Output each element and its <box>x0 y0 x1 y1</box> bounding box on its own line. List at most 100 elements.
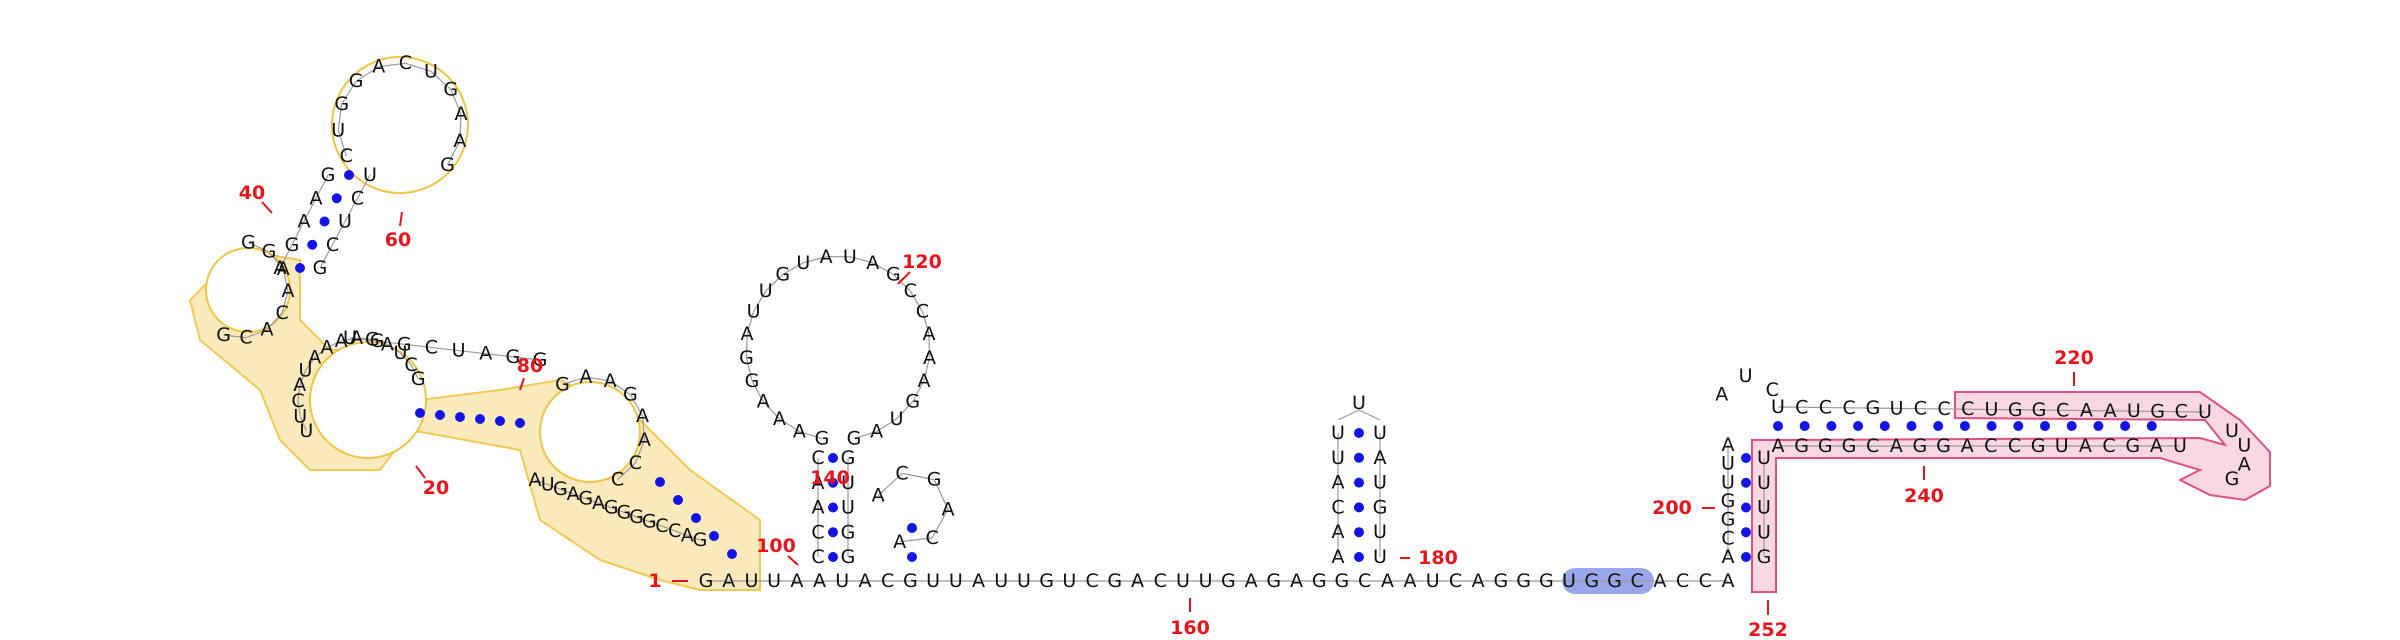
backbone-segment <box>585 376 611 382</box>
base-pair-dot <box>691 513 701 523</box>
stem-nucleotide: G <box>642 511 657 533</box>
strand-nucleotide: C <box>2102 435 2115 457</box>
backbone-segment <box>404 343 432 349</box>
strip-nucleotide: A <box>1290 570 1303 592</box>
backbone-segment <box>248 242 270 253</box>
strip-nucleotide: U <box>744 570 758 592</box>
base-pair-dot <box>415 408 425 418</box>
backbone-segment <box>547 484 561 490</box>
stem-nucleotide: U <box>1757 521 1771 543</box>
base-pair-dot <box>1354 502 1364 513</box>
stem-nucleotide: U <box>343 327 357 349</box>
position-tick <box>415 465 426 479</box>
base-pair-dot <box>655 477 665 487</box>
strip-nucleotide: U <box>1199 570 1213 592</box>
stem-nucleotide: C <box>811 447 824 469</box>
stem-nucleotide: G <box>505 346 520 368</box>
strand-nucleotide: U <box>2198 401 2212 423</box>
strip-nucleotide: C <box>1449 570 1462 592</box>
strip-nucleotide: U <box>994 570 1008 592</box>
base-pair-dot <box>1826 421 1837 431</box>
base-pair-dot <box>907 523 917 533</box>
strip-nucleotide: A <box>1404 570 1417 592</box>
stem-nucleotide: U <box>338 211 352 233</box>
base-pair-dot <box>1879 421 1890 431</box>
stem-nucleotide: U <box>841 472 855 494</box>
strip-nucleotide: U <box>767 570 781 592</box>
strand-nucleotide: C <box>1843 397 1856 419</box>
loop-nucleotide: A <box>741 323 754 345</box>
strand-nucleotide: U <box>2173 435 2187 457</box>
stem-nucleotide: A <box>592 492 605 514</box>
stem-nucleotide: G <box>616 501 631 523</box>
backbone-segment <box>765 274 784 292</box>
strand-nucleotide: G <box>1794 435 1809 457</box>
loop-nucleotide: G <box>443 78 458 100</box>
loop-nucleotide: G <box>411 368 426 390</box>
stem-nucleotide: A <box>1332 521 1345 543</box>
loop-nucleotide: A <box>604 370 617 392</box>
loop-nucleotide: A <box>917 370 930 392</box>
backbone-segment <box>410 364 419 380</box>
strand-nucleotide: G <box>2150 400 2165 422</box>
backbone-segment <box>319 244 334 269</box>
stem-nucleotide: G <box>285 234 300 256</box>
strip-nucleotide: G <box>1107 570 1122 592</box>
stem-nucleotide: U <box>1757 447 1771 469</box>
base-pair-dot <box>709 531 719 541</box>
position-number: 80 <box>517 355 543 377</box>
loop-nucleotide: C <box>916 300 929 322</box>
backbone-segment <box>223 334 247 339</box>
backbone-segment <box>649 520 663 527</box>
strip-nucleotide: A <box>1653 570 1666 592</box>
strip-nucleotide: U <box>1562 570 1576 592</box>
loop-nucleotide: U <box>1739 365 1753 387</box>
base-pair-dot <box>1773 421 1783 431</box>
loop-nucleotide: G <box>2225 468 2240 490</box>
strand-nucleotide: A <box>2080 400 2093 422</box>
strand-nucleotide: U <box>1890 397 1904 419</box>
loop-nucleotide: A <box>941 498 954 520</box>
stem-nucleotide: A <box>812 497 825 519</box>
backbone-segment <box>876 418 897 433</box>
loop-nucleotide: A <box>872 485 885 507</box>
strip-nucleotide: A <box>722 570 735 592</box>
loop-nucleotide: G <box>739 347 754 369</box>
loop-nucleotide: C <box>904 280 917 302</box>
backbone-lines <box>223 62 2206 582</box>
backbone-segment <box>674 530 688 536</box>
position-tick <box>897 271 911 285</box>
base-pair-dot <box>2093 421 2104 431</box>
stem-nucleotide: A <box>1722 434 1735 456</box>
stem-nucleotide: U <box>1757 472 1771 494</box>
strand-nucleotide: G <box>2125 435 2140 457</box>
position-tick <box>399 211 403 227</box>
backbone-segment <box>872 262 894 276</box>
stem-nucleotide: G <box>1757 546 1772 568</box>
strand-nucleotide: C <box>1961 398 1974 420</box>
stem-nucleotide: U <box>1331 422 1345 444</box>
backbone-segment <box>779 418 800 433</box>
stem-nucleotide: A <box>1332 546 1345 568</box>
backbone-segment <box>405 62 432 72</box>
strip-nucleotide: G <box>1584 570 1599 592</box>
backbone-segment <box>901 472 935 481</box>
backbone-segment <box>245 329 268 339</box>
stem-nucleotide: C <box>425 336 438 358</box>
base-pair-dot <box>1741 453 1751 463</box>
position-number: 20 <box>423 477 449 499</box>
base-pair-dot <box>1741 552 1751 562</box>
backbone-segment <box>610 507 625 513</box>
stem-nucleotide: A <box>812 472 825 494</box>
backbone-segment <box>355 66 380 82</box>
stem-nucleotide: A <box>567 483 580 505</box>
loop-nucleotide: G <box>555 373 570 395</box>
strip-nucleotide: A <box>1131 570 1144 592</box>
backbone-segment <box>459 114 462 142</box>
strip-nucleotide: C <box>1085 570 1098 592</box>
backbone-segment <box>609 380 631 396</box>
backbone-segment <box>450 89 462 115</box>
loop-nucleotide: A <box>455 103 468 125</box>
stem-nucleotide: G <box>604 497 619 519</box>
